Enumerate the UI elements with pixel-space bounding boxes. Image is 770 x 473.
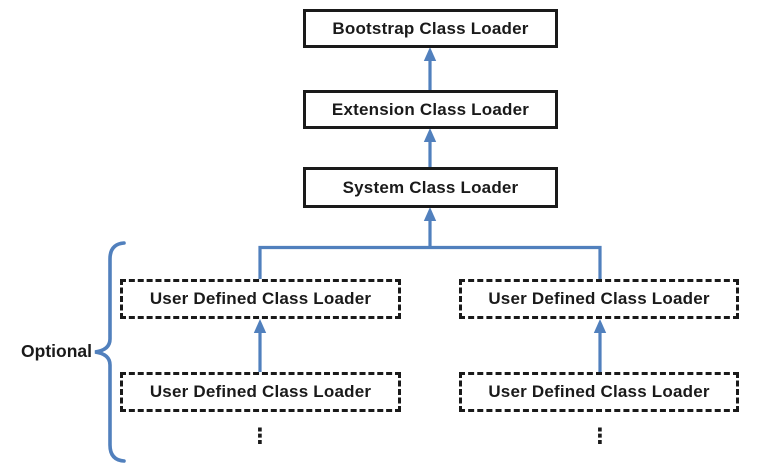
node-extension-class-loader: Extension Class Loader — [303, 90, 558, 129]
branch-connector — [258, 245, 602, 281]
arrow-system-to-extension — [423, 128, 437, 167]
node-user-defined-class-loader-right-2: User Defined Class Loader — [459, 372, 739, 412]
node-label: Extension Class Loader — [331, 99, 530, 119]
node-system-class-loader: System Class Loader — [303, 167, 558, 208]
arrow-user-right — [593, 319, 607, 374]
optional-brace — [94, 241, 126, 463]
node-label: User Defined Class Loader — [488, 289, 710, 308]
node-label: System Class Loader — [342, 177, 519, 197]
optional-label: Optional — [21, 341, 92, 361]
arrow-user-left — [253, 319, 267, 374]
node-bootstrap-class-loader: Bootstrap Class Loader — [303, 9, 558, 48]
node-label: User Defined Class Loader — [149, 289, 372, 308]
ellipsis-right: ⋮ — [589, 425, 611, 448]
node-user-defined-class-loader-left-2: User Defined Class Loader — [120, 372, 401, 412]
arrow-branch-to-system — [423, 207, 437, 247]
node-user-defined-class-loader-left-1: User Defined Class Loader — [120, 279, 401, 319]
node-user-defined-class-loader-right-1: User Defined Class Loader — [459, 279, 739, 319]
node-label: Bootstrap Class Loader — [332, 18, 529, 38]
node-label: User Defined Class Loader — [149, 382, 372, 401]
ellipsis-left: ⋮ — [249, 425, 271, 448]
arrow-extension-to-bootstrap — [423, 47, 437, 90]
node-label: User Defined Class Loader — [488, 382, 710, 401]
